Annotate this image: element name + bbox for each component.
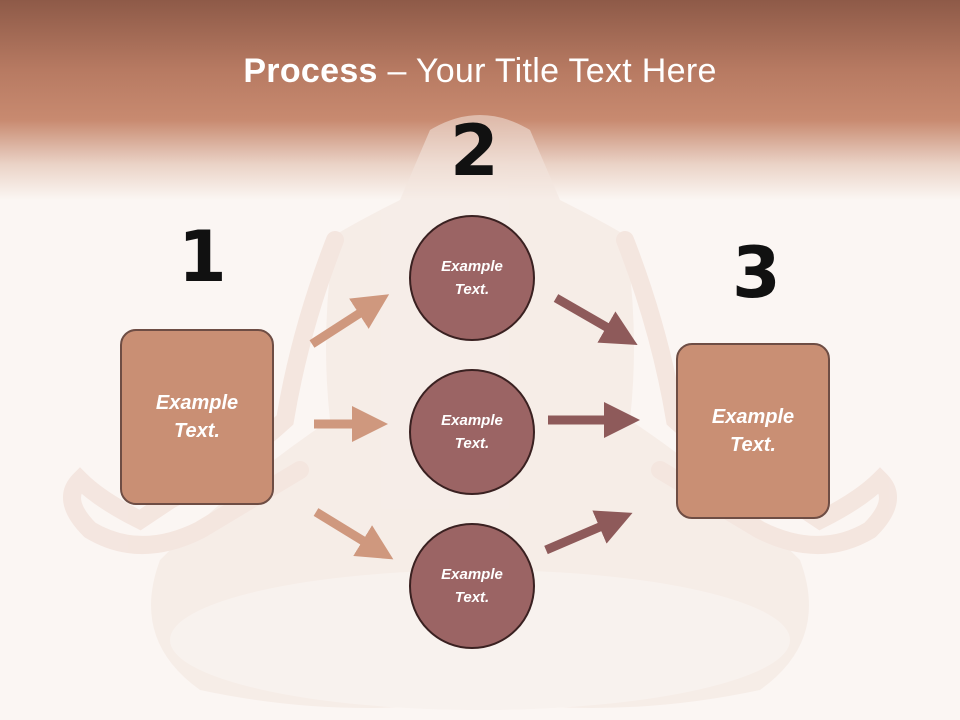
step-number-3: 3 <box>732 232 781 314</box>
step-2-label-middle: Example Text. <box>441 411 503 452</box>
arrow-1-to-2c <box>313 508 394 560</box>
arrow-2c-to-3 <box>544 510 633 555</box>
arrow-2a-to-3 <box>553 294 638 345</box>
step-2-circle-middle[interactable]: Example Text. <box>409 369 535 495</box>
step-number-1: 1 <box>178 216 227 298</box>
arrow-1-to-2a <box>309 294 390 348</box>
step-3-label: Example Text. <box>711 406 795 456</box>
step-2-circle-top[interactable]: Example Text. <box>409 215 535 341</box>
step-2-label-bottom: Example Text. <box>441 565 503 606</box>
step-2-label-top: Example Text. <box>441 257 503 298</box>
step-1-label: Example Text. <box>155 392 239 442</box>
step-2-circle-bottom[interactable]: Example Text. <box>409 523 535 649</box>
title-rest: – Your Title Text Here <box>377 52 717 90</box>
slide-title: Process – Your Title Text Here <box>0 52 960 91</box>
step-number-2: 2 <box>450 110 499 192</box>
step-3-box[interactable]: Example Text. <box>676 343 830 519</box>
title-bold: Process <box>243 52 378 90</box>
step-1-box[interactable]: Example Text. <box>120 329 274 505</box>
